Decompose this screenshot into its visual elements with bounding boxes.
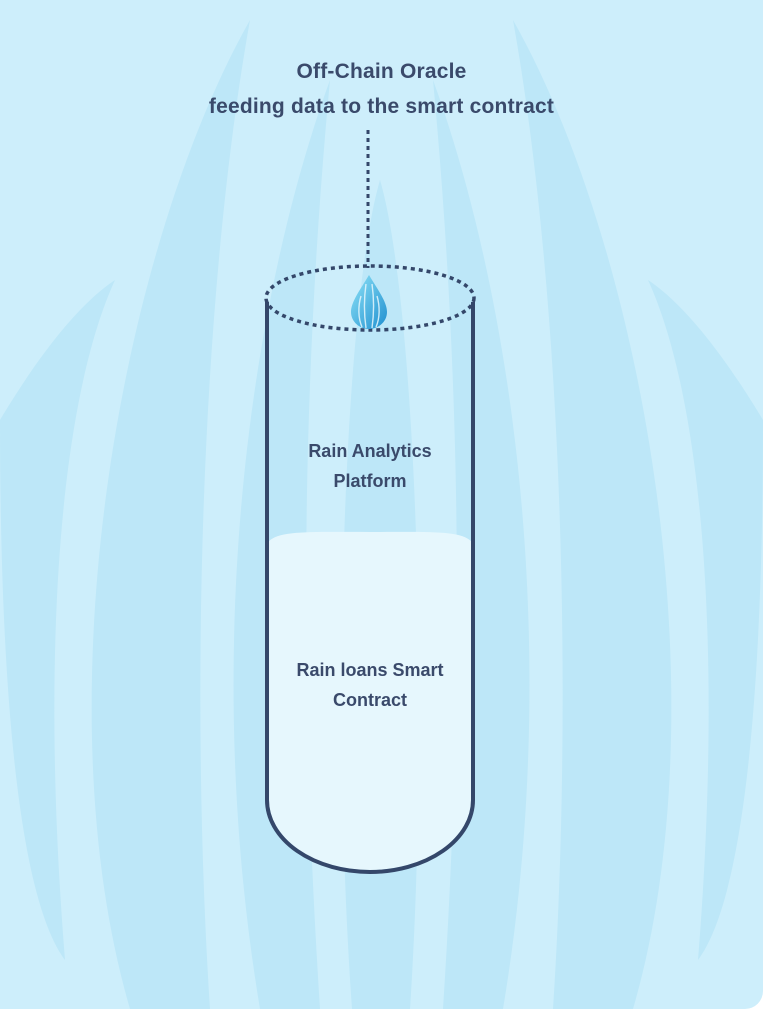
platform-label-line2: Platform [333, 471, 407, 491]
smart-contract-label: Rain loans Smart Contract [270, 655, 470, 715]
platform-label-line1: Rain Analytics [308, 441, 432, 461]
liquid-fill [269, 531, 471, 870]
oracle-title: Off-Chain Oracle [296, 60, 467, 83]
rain-drop-icon [351, 275, 387, 329]
cylinder-outline [265, 302, 475, 874]
cylinder-top-rim [264, 264, 476, 332]
oracle-subtitle: feeding data to the smart contract [208, 95, 555, 118]
smart-contract-label-line1: Rain loans Smart [296, 660, 444, 680]
smart-contract-label-line2: Contract [332, 690, 407, 710]
platform-label: Rain Analytics Platform [270, 436, 470, 496]
